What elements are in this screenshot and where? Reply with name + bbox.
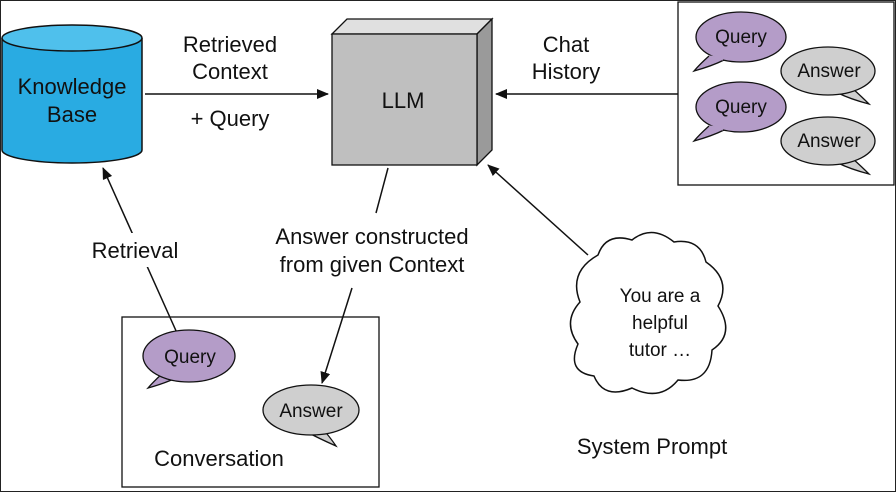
knowledge-base-label-line2: Base xyxy=(47,102,97,127)
chat-history-bubble-answer-1: Answer xyxy=(780,46,876,106)
answer-constructed-label-line1: Answer constructed xyxy=(275,224,468,249)
llm-label: LLM xyxy=(382,88,425,113)
chat-history-label-line2: History xyxy=(532,59,600,84)
chat-history-panel: Query Answer Query Answer xyxy=(677,1,895,186)
conversation-answer-bubble: Answer xyxy=(262,384,360,448)
chat-history-label-line1: Chat xyxy=(543,32,589,57)
svg-text:Answer: Answer xyxy=(797,131,861,152)
system-prompt-line2: helpful xyxy=(632,313,688,334)
knowledge-base-cylinder: Knowledge Base xyxy=(1,24,143,164)
system-prompt-label: System Prompt xyxy=(577,434,727,459)
retrieved-context-label-line1: Retrieved xyxy=(183,32,277,57)
svg-text:Query: Query xyxy=(715,27,767,48)
system-prompt-to-llm-arrow xyxy=(487,164,589,256)
knowledge-base-label-line1: Knowledge xyxy=(18,74,127,99)
svg-text:Query: Query xyxy=(164,347,216,368)
answer-constructed-label-line2: from given Context xyxy=(280,252,465,277)
chat-history-bubble-query-1: Query xyxy=(692,11,787,73)
system-prompt-cloud: You are a helpful tutor … xyxy=(569,231,727,395)
svg-text:Answer: Answer xyxy=(797,61,861,82)
llm-to-answer-line xyxy=(375,167,389,214)
chat-history-bubble-answer-2: Answer xyxy=(780,116,876,176)
retrieved-context-label-line2: Context xyxy=(192,59,268,84)
conversation-query-bubble: Query xyxy=(142,329,236,390)
retrieval-label-bg xyxy=(82,233,188,267)
svg-text:Query: Query xyxy=(715,97,767,118)
retrieved-context-label-line3: + Query xyxy=(191,106,270,131)
llm-cube: LLM xyxy=(330,17,494,167)
system-prompt-line3: tutor … xyxy=(629,340,691,361)
conversation-panel: Query Answer Conversation xyxy=(121,316,380,488)
llm-to-answer-arrow xyxy=(320,287,353,384)
conversation-label: Conversation xyxy=(154,446,284,471)
system-prompt-line1: You are a xyxy=(620,286,701,307)
chat-history-bubble-query-2: Query xyxy=(692,81,787,143)
retrieval-label: Retrieval xyxy=(92,238,179,263)
svg-text:Answer: Answer xyxy=(279,401,343,422)
